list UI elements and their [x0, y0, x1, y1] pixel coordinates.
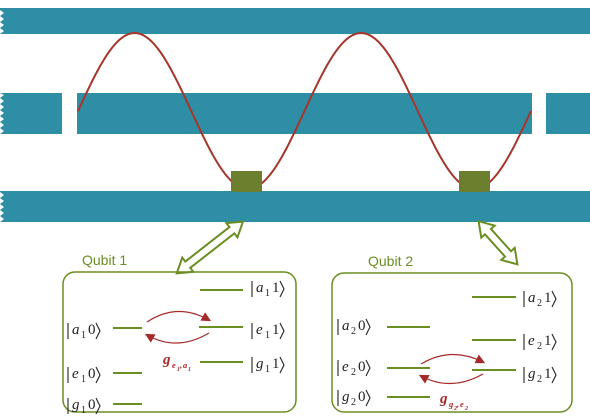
svg-text:g: g — [256, 356, 264, 372]
svg-text:g: g — [439, 391, 448, 407]
standing-wave-curve — [77, 31, 532, 191]
center-conductor-right — [546, 93, 590, 134]
ket-q2-g2-0: g 2 0 — [337, 389, 371, 408]
svg-text:a: a — [342, 318, 350, 334]
svg-text:1: 1 — [544, 333, 552, 349]
coupling-arrow-q2-up — [420, 353, 486, 365]
svg-text:a: a — [183, 360, 188, 370]
svg-text:1: 1 — [265, 364, 270, 375]
svg-text:g: g — [72, 397, 80, 413]
svg-text:2: 2 — [464, 406, 468, 412]
waveguide-group — [0, 8, 590, 222]
coupling-label-q2: g g 2 , e 2 — [439, 391, 468, 412]
svg-text:1: 1 — [272, 322, 280, 338]
qubit-2-title: Qubit 2 — [368, 253, 413, 269]
center-conductor-main — [77, 93, 532, 134]
svg-text:g: g — [162, 352, 171, 368]
coupling-arrow-q2-down — [418, 373, 484, 385]
svg-text:0: 0 — [88, 366, 96, 382]
svg-text:g: g — [342, 389, 350, 405]
svg-text:e: e — [342, 359, 349, 375]
svg-text:e: e — [256, 322, 263, 338]
svg-text:a: a — [528, 290, 536, 306]
coupling-arrow-q1-down — [144, 332, 210, 344]
svg-text:g: g — [528, 366, 536, 382]
qubit-1-chip — [231, 171, 262, 192]
qubit-2-levels — [387, 296, 516, 398]
svg-text:1: 1 — [81, 374, 86, 385]
double-arrow-left — [175, 220, 245, 275]
center-conductor-left — [0, 93, 62, 134]
svg-text:1: 1 — [544, 290, 552, 306]
ket-q1-g1-0: g 1 0 — [67, 397, 101, 416]
svg-text:1: 1 — [272, 356, 280, 372]
svg-text:e: e — [460, 399, 464, 409]
svg-text:1: 1 — [81, 405, 86, 416]
svg-text:0: 0 — [358, 389, 366, 405]
svg-text:0: 0 — [358, 359, 366, 375]
qubit-1-title: Qubit 1 — [82, 252, 127, 268]
svg-text:1: 1 — [177, 367, 180, 373]
ket-q1-g1-1: g 1 1 — [251, 356, 285, 375]
top-ground-strip — [0, 8, 590, 34]
svg-text:2: 2 — [351, 326, 356, 337]
svg-text:2: 2 — [351, 397, 356, 408]
svg-text:1: 1 — [81, 330, 86, 341]
qubit-1-panel — [62, 271, 297, 413]
ket-q1-a1-1: a 1 1 — [251, 280, 285, 299]
bottom-ground-strip — [0, 191, 590, 222]
ket-q2-a2-0: a 2 0 — [337, 318, 371, 337]
svg-text:e: e — [72, 366, 79, 382]
qubit-2-chip — [459, 171, 490, 192]
svg-text:0: 0 — [88, 322, 96, 338]
svg-text:2: 2 — [351, 367, 356, 378]
svg-text:,: , — [456, 399, 459, 409]
qubit-2-panel — [331, 272, 573, 413]
svg-text:a: a — [72, 322, 80, 338]
svg-text:0: 0 — [88, 397, 96, 413]
svg-text:,: , — [179, 360, 182, 370]
svg-text:1: 1 — [265, 330, 270, 341]
ket-q1-e1-0: e 1 0 — [67, 366, 101, 385]
ket-q2-e2-0: e 2 0 — [337, 359, 371, 378]
svg-text:1: 1 — [188, 367, 191, 373]
svg-text:e: e — [172, 360, 176, 370]
svg-text:1: 1 — [265, 288, 270, 299]
svg-text:2: 2 — [537, 374, 542, 385]
ket-q1-a1-0: a 1 0 — [67, 322, 101, 341]
svg-text:0: 0 — [358, 318, 366, 334]
svg-text:a: a — [256, 280, 264, 296]
qubit-1-levels — [113, 289, 243, 405]
svg-text:e: e — [528, 333, 535, 349]
ket-q2-e2-1: e 2 1 — [523, 333, 557, 352]
svg-text:2: 2 — [537, 341, 542, 352]
coupling-label-q1: g e 1 , a 1 — [162, 352, 191, 373]
svg-text:2: 2 — [537, 298, 542, 309]
svg-text:2: 2 — [453, 406, 457, 412]
ket-q1-e1-1: e 1 1 — [251, 322, 285, 341]
svg-text:1: 1 — [272, 280, 280, 296]
ket-q2-a2-1: a 2 1 — [523, 290, 557, 309]
svg-text:g: g — [448, 399, 454, 409]
svg-text:1: 1 — [544, 366, 552, 382]
ket-q2-g2-1: g 2 1 — [523, 366, 557, 385]
double-arrow-right — [477, 219, 519, 266]
coupling-arrow-q1-up — [146, 310, 212, 323]
